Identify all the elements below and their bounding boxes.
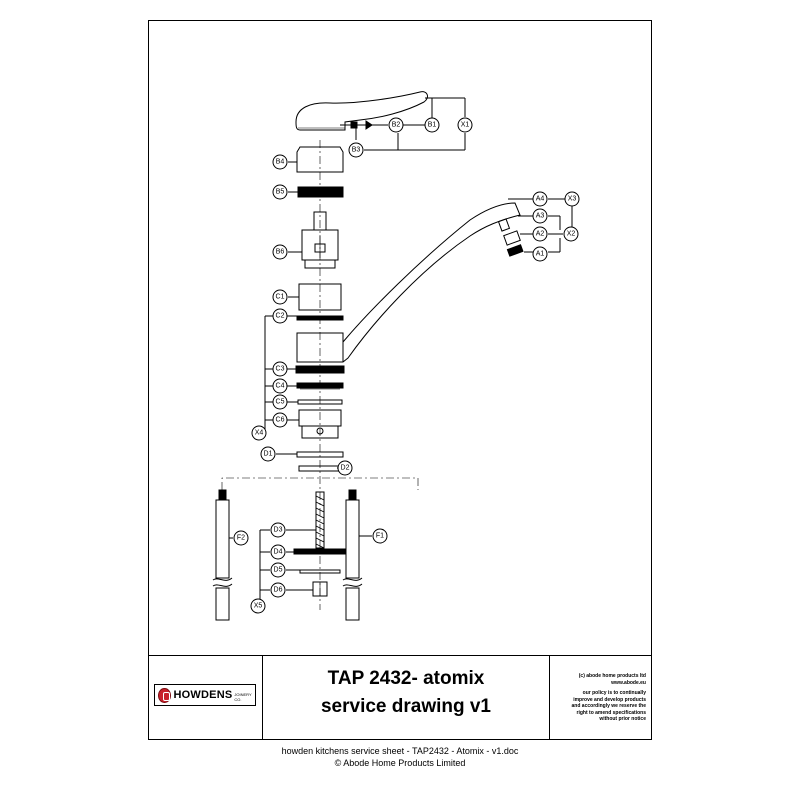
svg-text:B5: B5 <box>276 189 285 196</box>
aerator-a2 <box>503 230 521 246</box>
policy-line: and accordingly we reserve the <box>571 703 646 709</box>
base-flange <box>301 425 339 439</box>
title-cell: TAP 2432- atomix service drawing v1 <box>263 656 550 739</box>
oring-c2 <box>296 315 344 321</box>
label-c6: C6 <box>272 412 288 428</box>
svg-text:B1: B1 <box>428 122 437 129</box>
washer-c3 <box>295 365 345 374</box>
washer-d4 <box>293 548 347 555</box>
label-b4: B4 <box>272 154 288 170</box>
svg-text:D1: D1 <box>264 451 273 458</box>
label-c1: C1 <box>272 289 288 305</box>
label-x5: X5 <box>250 598 266 614</box>
howdens-emblem-icon <box>158 687 171 703</box>
label-c2: C2 <box>272 308 288 324</box>
label-b1: B1 <box>424 117 440 133</box>
label-x3: X3 <box>564 191 580 207</box>
info-cell: (c) abode home products ltd www.abode.eu… <box>550 656 652 739</box>
title-block: HOWDENS JOINERY CO. TAP 2432- atomix ser… <box>148 655 652 740</box>
label-a4: A4 <box>532 191 548 207</box>
label-a3: A3 <box>532 208 548 224</box>
svg-text:D5: D5 <box>274 567 283 574</box>
footer-copyright: © Abode Home Products Limited <box>334 758 466 768</box>
svg-text:A3: A3 <box>536 213 545 220</box>
svg-text:D2: D2 <box>341 465 350 472</box>
label-b2: B2 <box>388 117 404 133</box>
svg-text:F2: F2 <box>237 535 245 542</box>
svg-text:C5: C5 <box>276 399 285 406</box>
part-labels: B1 B2 X1 B3 B4 B5 B6 A4 X3 A3 A2 X2 A1 C… <box>233 117 580 614</box>
drawing-subtitle: service drawing v1 <box>320 696 492 717</box>
svg-text:D4: D4 <box>274 549 283 556</box>
svg-text:C1: C1 <box>276 294 285 301</box>
svg-text:C6: C6 <box>276 417 285 424</box>
svg-text:C2: C2 <box>276 313 285 320</box>
policy-notice: our policy is to continually improve and… <box>554 690 646 723</box>
brand-name: HOWDENS <box>173 689 233 701</box>
logo-cell: HOWDENS JOINERY CO. <box>148 656 263 739</box>
svg-text:X4: X4 <box>255 430 264 437</box>
label-d1: D1 <box>260 446 276 462</box>
label-d5: D5 <box>270 562 286 578</box>
drawing-sheet <box>148 20 652 740</box>
svg-text:A1: A1 <box>536 251 545 258</box>
svg-text:X3: X3 <box>568 196 577 203</box>
copyright-line: (c) abode home products ltd <box>578 673 646 679</box>
svg-text:D3: D3 <box>274 527 283 534</box>
svg-text:B6: B6 <box>276 249 285 256</box>
footer-filename: howden kitchens service sheet - TAP2432 … <box>281 746 519 756</box>
label-a1: A1 <box>532 246 548 262</box>
label-c4: C4 <box>272 378 288 394</box>
label-a2: A2 <box>532 226 548 242</box>
label-x2: X2 <box>563 226 579 242</box>
drawing-title: TAP 2432- atomix <box>327 668 485 689</box>
nut-b5 <box>297 186 344 198</box>
label-d3: D3 <box>270 522 286 538</box>
policy-line: without prior notice <box>599 716 646 722</box>
svg-text:A4: A4 <box>536 196 545 203</box>
aerator-a3 <box>497 218 511 232</box>
label-x1: X1 <box>457 117 473 133</box>
svg-text:C3: C3 <box>276 366 285 373</box>
svg-text:A2: A2 <box>536 231 545 238</box>
svg-text:B4: B4 <box>276 159 285 166</box>
hose-f1 <box>342 489 363 621</box>
label-x4: X4 <box>251 425 267 441</box>
svg-text:X2: X2 <box>567 231 576 238</box>
label-d6: D6 <box>270 582 286 598</box>
brand-sub: JOINERY CO. <box>234 692 252 702</box>
policy-line: right to amend specifications <box>576 709 646 716</box>
website-line: www.abode.eu <box>611 679 646 686</box>
aerator-a1 <box>506 244 524 257</box>
svg-text:B2: B2 <box>392 122 401 129</box>
copyright-notice: (c) abode home products ltd www.abode.eu <box>554 673 646 686</box>
howdens-logo: HOWDENS JOINERY CO. <box>154 684 256 706</box>
svg-text:B3: B3 <box>352 147 361 154</box>
label-d2: D2 <box>337 460 353 476</box>
label-c5: C5 <box>272 394 288 410</box>
policy-line: our policy is to continually <box>582 690 646 696</box>
washer-c4 <box>296 382 344 389</box>
svg-text:X1: X1 <box>461 122 470 129</box>
label-f1: F1 <box>372 528 388 544</box>
svg-text:F1: F1 <box>376 533 384 540</box>
cap-b4 <box>296 146 344 173</box>
handle-lever <box>295 91 428 131</box>
label-c3: C3 <box>272 361 288 377</box>
label-d4: D4 <box>270 544 286 560</box>
hose-f2 <box>212 489 233 621</box>
svg-text:X5: X5 <box>254 603 263 610</box>
label-b3: B3 <box>348 142 364 158</box>
svg-text:D6: D6 <box>274 587 283 594</box>
label-b5: B5 <box>272 184 288 200</box>
tap-body-spout <box>296 202 521 363</box>
label-b6: B6 <box>272 244 288 260</box>
policy-line: improve and develop products <box>573 696 646 703</box>
svg-text:C4: C4 <box>276 383 285 390</box>
label-f2: F2 <box>233 530 249 546</box>
washer-d5 <box>299 569 341 574</box>
